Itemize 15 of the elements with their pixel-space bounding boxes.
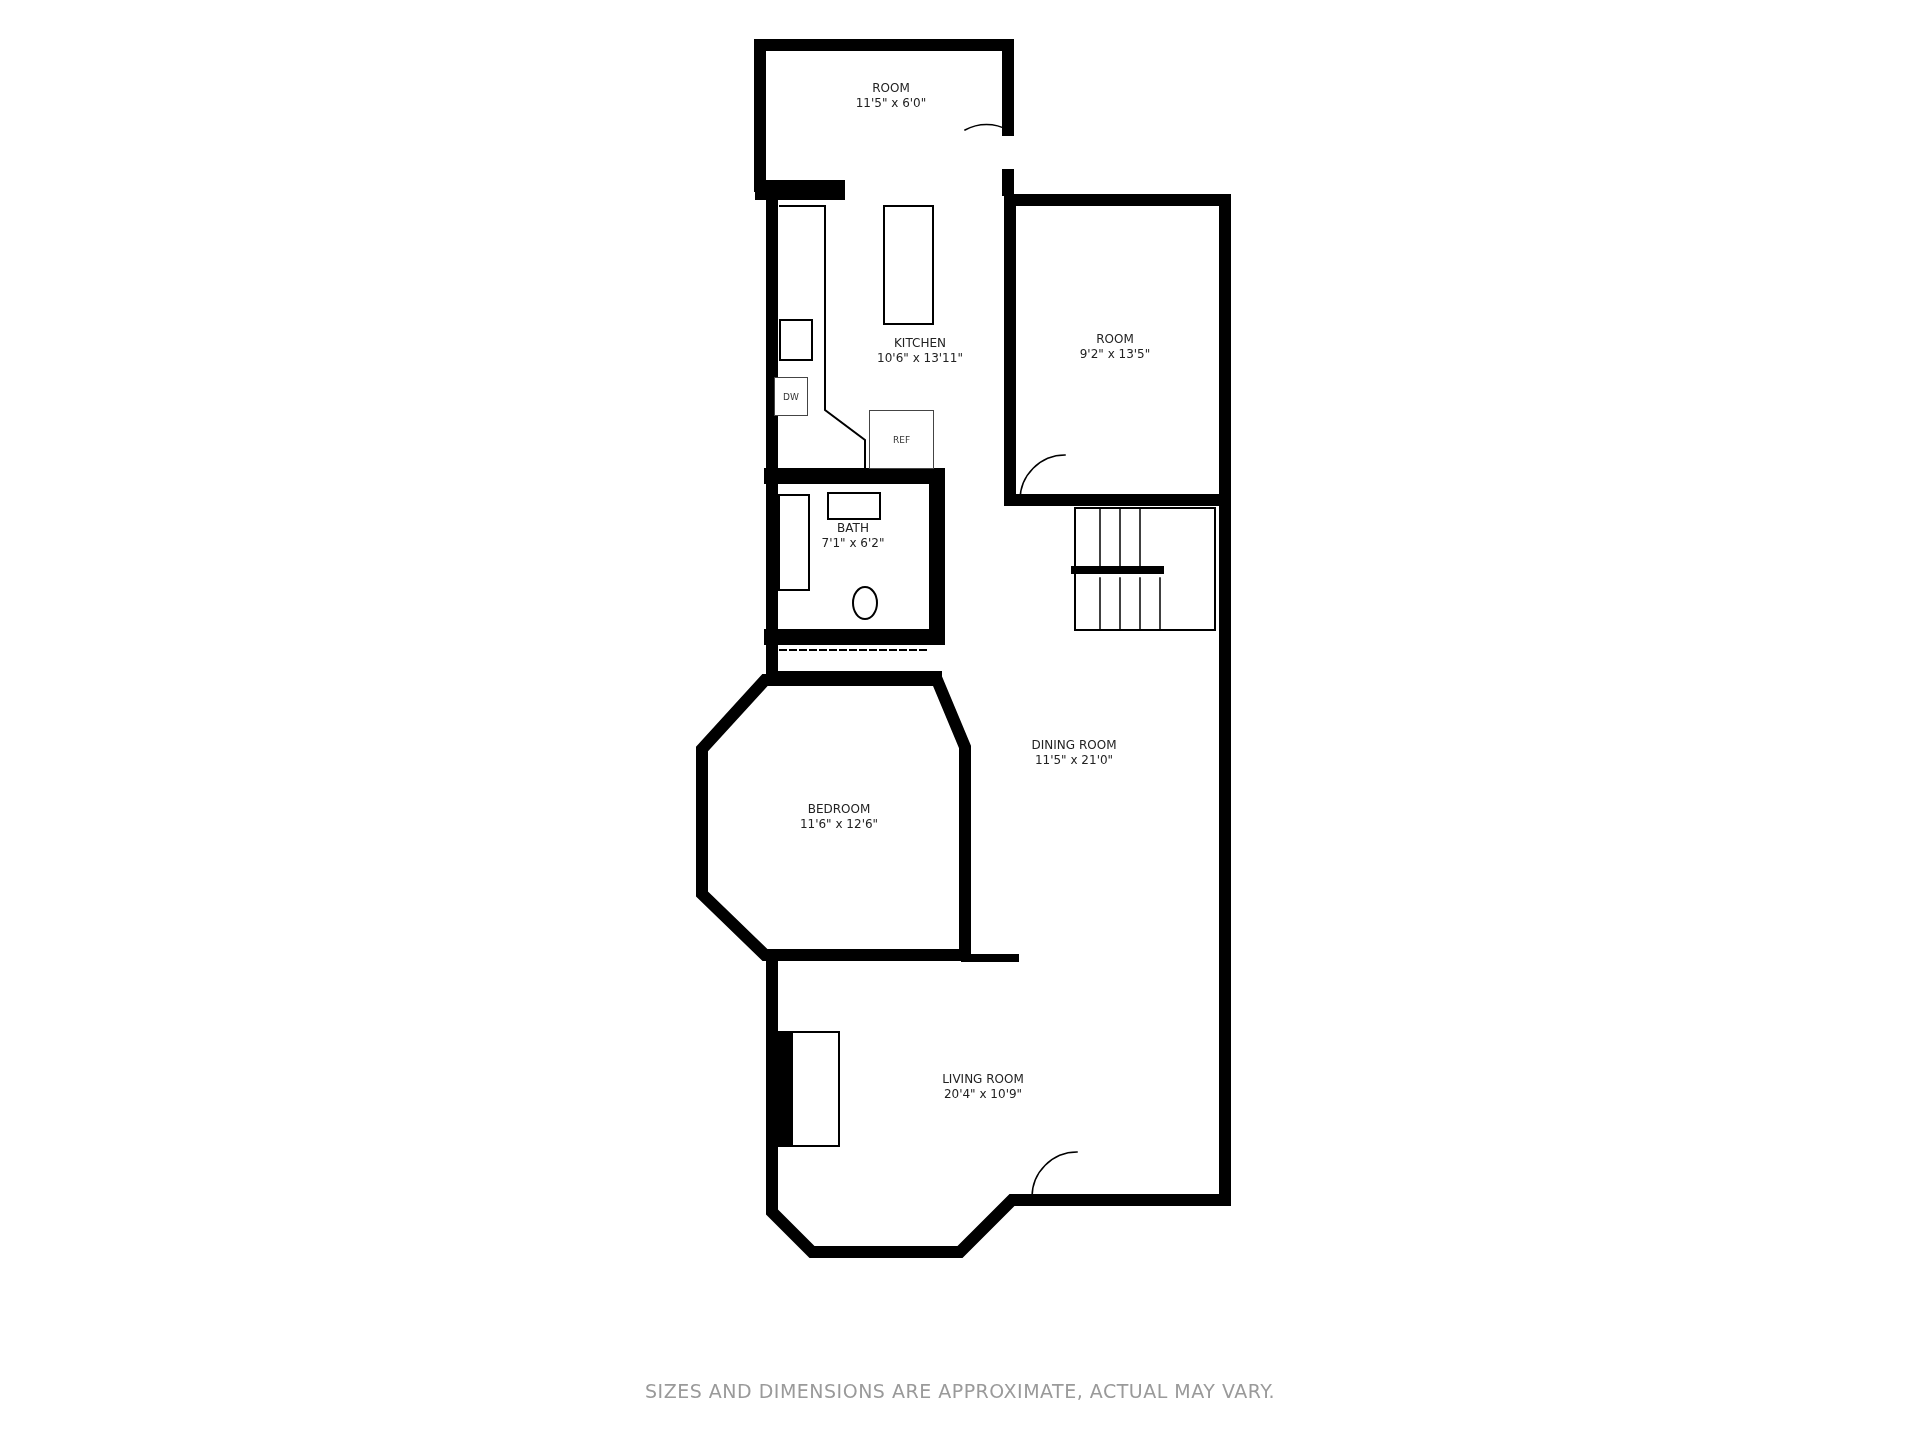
appliance-label: REF [892,434,911,445]
room-dimensions: 7'1" x 6'2" [819,536,887,550]
appliance-label: DW [783,391,799,402]
room-dimensions: 10'6" x 13'11" [875,351,965,365]
room-name: ROOM [870,81,912,95]
room-name: ROOM [1094,332,1136,346]
appliance-box [774,377,808,416]
room-name: BATH [835,521,871,535]
appliance-box [869,410,934,469]
room-name: DINING ROOM [1029,738,1119,752]
room-name: LIVING ROOM [940,1072,1026,1086]
room-name: BEDROOM [805,802,873,816]
disclaimer-text: SIZES AND DIMENSIONS ARE APPROXIMATE, ACTUAL MAY VARY. [645,1380,1275,1402]
room-dimensions: 9'2" x 13'5" [1077,347,1153,361]
room-name: KITCHEN [892,336,948,350]
